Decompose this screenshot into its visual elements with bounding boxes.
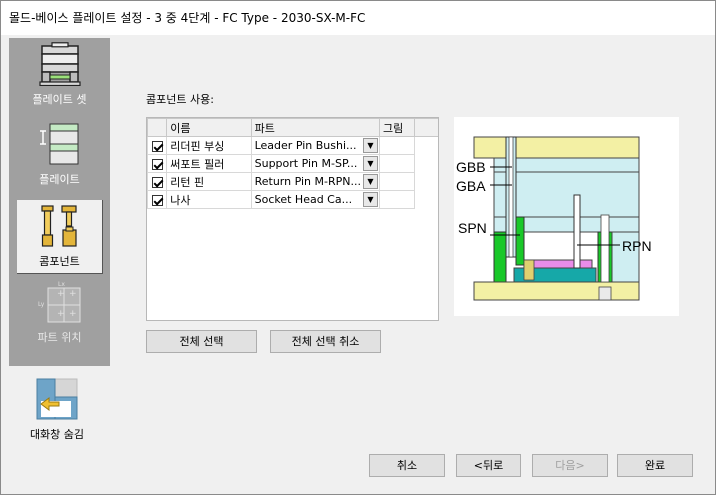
- row-checkbox[interactable]: [146, 136, 168, 155]
- gbb-label: GBB: [456, 159, 486, 175]
- part-location-icon: + + + + Lx Ly: [38, 280, 82, 324]
- check-icon: [151, 176, 163, 188]
- section-label: 콤포넌트 사용:: [146, 93, 214, 106]
- plate-icon: [38, 122, 82, 166]
- finish-button[interactable]: 완료: [617, 454, 693, 477]
- row-part-dropdown[interactable]: Socket Head Ca... ▼: [250, 190, 380, 209]
- row-checkbox[interactable]: [146, 190, 168, 209]
- table-row: 써포트 필러 Support Pin M-SP... ▼: [146, 154, 439, 173]
- component-preview: GBB GBA SPN RPN: [454, 117, 679, 316]
- row-part: Socket Head Ca...: [254, 193, 353, 206]
- table-row: 리턴 핀 Return Pin M-RPN...▼: [146, 172, 439, 191]
- component-grid: 이름 파트 그림 리더핀 부싱 Leader Pin Bushi... ▼ 써포트…: [146, 117, 439, 321]
- row-name: 리더핀 부싱: [166, 136, 252, 155]
- component-icon: [38, 204, 82, 248]
- row-filler: [415, 155, 438, 173]
- hide-dialog-icon: [35, 377, 79, 421]
- select-all-button[interactable]: 전체 선택: [146, 330, 257, 353]
- dropdown-arrow-icon[interactable]: ▼: [362, 138, 378, 153]
- row-filler: [415, 173, 438, 191]
- row-name: 써포트 필러: [166, 154, 252, 173]
- ly-letters: Ly: [38, 301, 45, 308]
- plate-set-icon: [38, 42, 82, 87]
- rpn-label: RPN: [622, 238, 652, 254]
- lx-letters: Lx: [58, 281, 65, 288]
- column-header-name[interactable]: 이름: [166, 118, 252, 137]
- sidebar-item-label: 콤포넌트: [39, 255, 80, 268]
- check-icon: [151, 140, 163, 152]
- sidebar-item-label: 플레이트: [39, 173, 80, 186]
- title-bar: 몰드-베이스 플레이트 설정 - 3 중 4단계 - FC Type - 203…: [1, 1, 715, 35]
- sidebar: 플레이트 셋 플레이트: [9, 38, 110, 366]
- row-part: Return Pin M-RPN...: [254, 175, 361, 188]
- spn-label: SPN: [458, 220, 487, 236]
- row-checkbox[interactable]: [146, 172, 168, 191]
- component-table: 이름 파트 그림 리더핀 부싱 Leader Pin Bushi... ▼ 써포트…: [146, 118, 439, 209]
- row-part: Leader Pin Bushi...: [254, 139, 357, 152]
- hide-dialog-label: 대화창 숨김: [29, 428, 85, 441]
- row-part-dropdown[interactable]: Return Pin M-RPN...▼: [250, 172, 380, 191]
- table-row: 리더핀 부싱 Leader Pin Bushi... ▼: [146, 136, 439, 155]
- sidebar-item-plate-set[interactable]: 플레이트 셋: [9, 42, 110, 107]
- back-button[interactable]: <뒤로: [456, 454, 521, 477]
- row-filler: [415, 191, 438, 209]
- sidebar-item-label: 플레이트 셋: [32, 93, 87, 106]
- column-header-picture[interactable]: 그림: [378, 118, 416, 137]
- svg-text:+: +: [57, 309, 65, 319]
- svg-text:+: +: [57, 289, 65, 299]
- cancel-button[interactable]: 취소: [369, 454, 445, 477]
- header-filler: [414, 118, 438, 137]
- row-picture: [378, 136, 416, 155]
- svg-text:+: +: [69, 289, 77, 299]
- table-row: 나사 Socket Head Ca... ▼: [146, 190, 439, 209]
- sidebar-item-part-location[interactable]: + + + + Lx Ly 파트 위치: [9, 280, 110, 345]
- window-title: 몰드-베이스 플레이트 설정 - 3 중 4단계 - FC Type - 203…: [9, 11, 366, 25]
- row-part: Support Pin M-SP...: [254, 157, 358, 170]
- sidebar-item-component[interactable]: 콤포넌트: [17, 200, 103, 274]
- row-name: 나사: [166, 190, 252, 209]
- deselect-all-button[interactable]: 전체 선택 취소: [270, 330, 381, 353]
- row-part-dropdown[interactable]: Leader Pin Bushi... ▼: [250, 136, 380, 155]
- sidebar-item-plate[interactable]: 플레이트: [9, 122, 110, 187]
- check-icon: [151, 158, 163, 170]
- row-picture: [378, 172, 416, 191]
- hide-dialog-button[interactable]: 대화창 숨김: [19, 377, 95, 442]
- mold-drawing: GBB GBA SPN RPN: [456, 136, 652, 301]
- svg-text:+: +: [69, 309, 77, 319]
- next-button[interactable]: 다음>: [532, 454, 608, 477]
- row-checkbox[interactable]: [146, 154, 168, 173]
- dropdown-arrow-icon[interactable]: ▼: [362, 192, 378, 207]
- sidebar-item-label: 파트 위치: [37, 331, 82, 344]
- header-check: [146, 118, 168, 137]
- table-header-row: 이름 파트 그림: [146, 118, 438, 137]
- row-filler: [415, 137, 438, 155]
- row-picture: [378, 154, 416, 173]
- check-icon: [151, 194, 163, 206]
- row-picture: [378, 190, 416, 209]
- row-name: 리턴 핀: [166, 172, 252, 191]
- column-header-part[interactable]: 파트: [250, 118, 380, 137]
- row-part-dropdown[interactable]: Support Pin M-SP... ▼: [250, 154, 380, 173]
- dropdown-arrow-icon[interactable]: ▼: [362, 156, 378, 171]
- gba-label: GBA: [456, 178, 486, 194]
- dropdown-arrow-icon[interactable]: ▼: [362, 174, 378, 189]
